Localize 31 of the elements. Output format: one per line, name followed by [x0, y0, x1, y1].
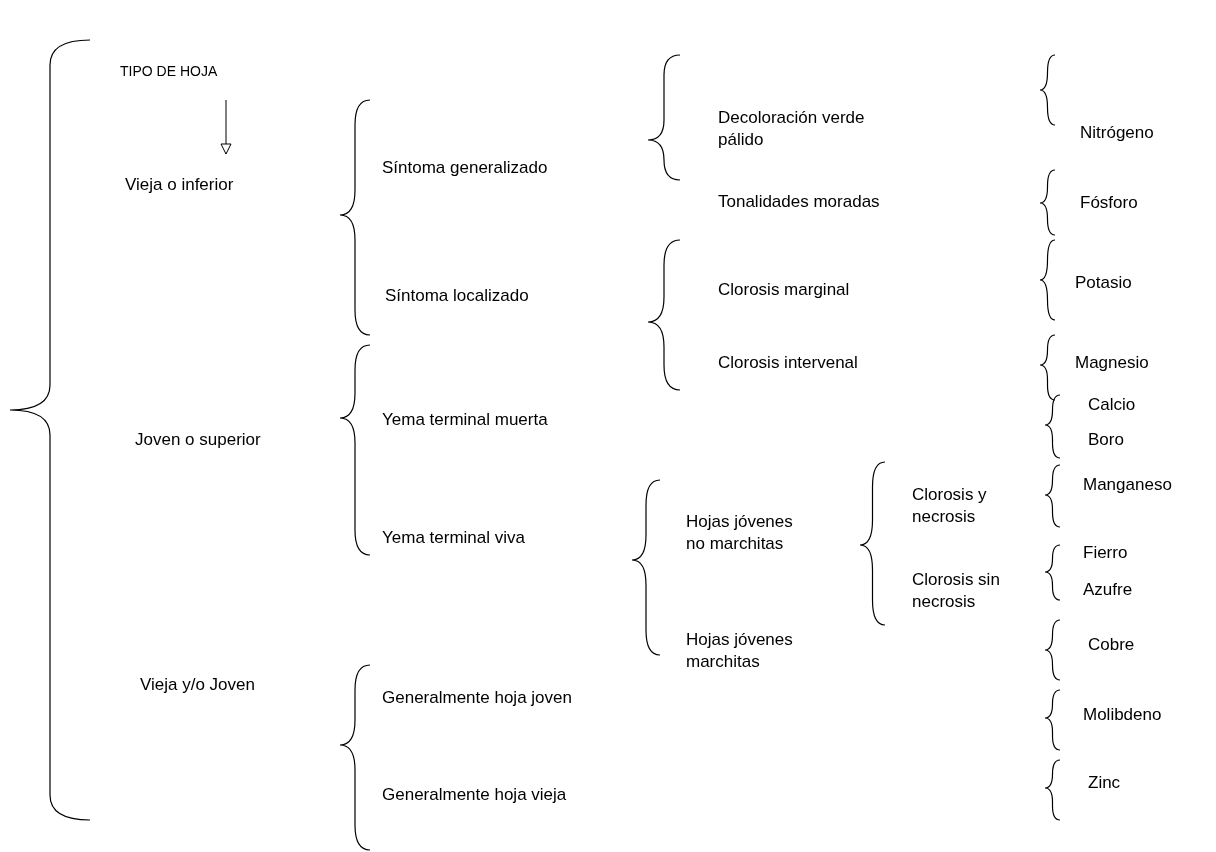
- key-text: Clorosis marginal: [718, 279, 851, 301]
- arrow: [220, 99, 232, 155]
- node-text: Vieja o inferior: [125, 174, 234, 196]
- key-text: Azufre: [1083, 579, 1134, 601]
- key-text: Calcio: [1088, 394, 1137, 416]
- key-text: Hojas jóvenes marchitas: [686, 629, 794, 673]
- key-text: Hojas jóvenes no marchitas: [686, 511, 794, 555]
- key-text: Joven o superior: [135, 429, 262, 451]
- key-text: Boro: [1088, 429, 1125, 451]
- key-text: Zinc: [1088, 772, 1122, 794]
- key-text: Generalmente hoja joven: [382, 687, 573, 709]
- key-text: Síntoma localizado: [385, 285, 530, 307]
- key-text: Yema terminal viva: [382, 527, 526, 549]
- key-text: Clorosis y necrosis: [912, 484, 988, 528]
- key-text: Generalmente hoja vieja: [382, 784, 568, 806]
- key-text: Síntoma generalizado: [382, 157, 549, 179]
- key-text: Potasio: [1075, 272, 1133, 294]
- key-text: Magnesio: [1075, 352, 1150, 374]
- key-text: Fierro: [1083, 542, 1129, 564]
- key-text: Nitrógeno: [1080, 122, 1155, 144]
- key-text: Tonalidades moradas: [718, 191, 881, 213]
- node-text: TIPO DE HOJA: [120, 60, 218, 82]
- key-text: Fósforo: [1080, 192, 1139, 214]
- key-text: Decoloración verde pálido: [718, 107, 866, 151]
- key-text: Vieja y/o Joven: [140, 674, 256, 696]
- key-text: Cobre: [1088, 634, 1136, 656]
- key-text: Clorosis sin necrosis: [912, 569, 1001, 613]
- key-text: Molibdeno: [1083, 704, 1163, 726]
- key-text: Clorosis intervenal: [718, 352, 859, 374]
- key-text: Yema terminal muerta: [382, 409, 549, 431]
- key-text: Manganeso: [1083, 474, 1173, 496]
